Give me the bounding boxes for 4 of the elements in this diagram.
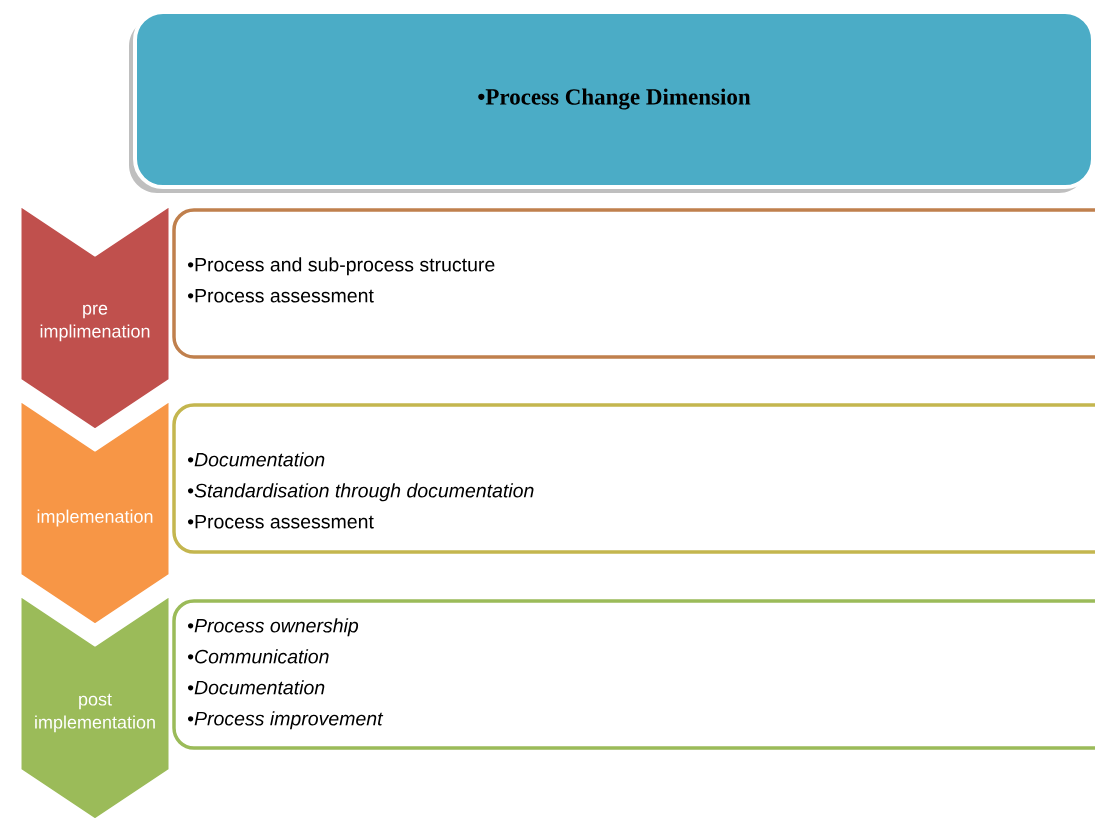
list-box: •Process ownership •Communication •Documentation •Process improvement <box>172 599 1095 750</box>
list-box: •Documentation •Standardisation through documentation •Process assessment <box>172 403 1095 554</box>
list-box: •Process and sub-process structure •Process assessment <box>172 208 1095 359</box>
title-box: •Process Change Dimension <box>129 10 1095 193</box>
